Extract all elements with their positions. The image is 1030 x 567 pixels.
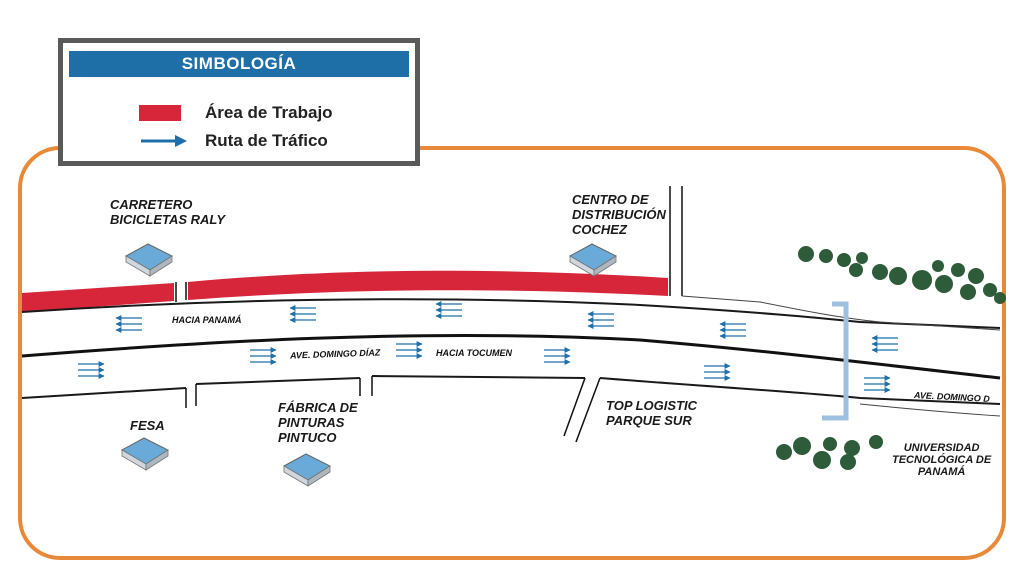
work-area-strip-left	[22, 283, 174, 312]
label-fesa: FESA	[130, 418, 165, 433]
arrow-east-6	[864, 375, 891, 393]
arrow-west-4	[587, 311, 614, 329]
arrow-east-4	[544, 347, 571, 365]
road-edge-north	[21, 298, 1001, 329]
label-raly-line2: BICICLETAS RALY	[110, 212, 226, 227]
side-street-raly	[175, 282, 187, 302]
side-street-pintuco	[359, 376, 373, 396]
road-edge-south	[21, 387, 187, 399]
side-street-north	[669, 186, 683, 296]
work-limit-bracket	[822, 301, 849, 421]
arrow-west-1	[115, 315, 142, 333]
legend-box: SIMBOLOGÍA Área de Trabajo Ruta de Tráfi…	[58, 38, 420, 166]
arrow-west-2	[289, 305, 316, 323]
work-area-strip-main	[188, 270, 668, 300]
side-road-east	[681, 295, 1001, 331]
label-pintuco-line2: PINTURAS	[278, 415, 345, 430]
map-frame	[18, 146, 1006, 560]
label-top-logistic-line1: TOP LOGISTIC	[606, 398, 698, 413]
label-top-logistic-line2: PARQUE SUR	[606, 413, 692, 428]
label-pintuco-line3: PINTUCO	[278, 430, 337, 445]
label-cochez-line2: DISTRIBUCIÓN	[572, 207, 666, 222]
road-edge-south-3	[371, 375, 586, 379]
legend-traffic-route-label: Ruta de Tráfico	[205, 131, 328, 150]
legend-title: SIMBOLOGÍA	[69, 51, 409, 77]
label-top-logistic: TOP LOGISTIC PARQUE SUR	[606, 398, 697, 428]
label-utp-line1: UNIVERSIDAD	[903, 442, 980, 454]
building-pintuco	[282, 453, 332, 487]
road-centerline	[21, 333, 1001, 380]
traffic-arrow-icon	[141, 135, 187, 147]
label-raly: CARRETERO BICICLETAS RALY	[110, 197, 225, 227]
side-street-top	[563, 377, 601, 443]
label-utp-line3: PANAMÁ	[917, 466, 966, 478]
legend-work-area-label: Área de Trabajo	[205, 103, 333, 122]
label-pintuco-line1: FÁBRICA DE	[278, 400, 358, 415]
arrow-west-5	[719, 321, 746, 339]
label-cochez-line3: COCHEZ	[572, 222, 627, 237]
arrow-east-2	[250, 347, 277, 365]
legend-work-area: Área de Trabajo	[139, 103, 333, 123]
street-hacia-panama: HACIA PANAMÁ	[172, 315, 242, 325]
street-hacia-tocumen: HACIA TOCUMEN	[436, 348, 512, 358]
building-fesa	[120, 437, 170, 471]
label-pintuco: FÁBRICA DE PINTURAS PINTUCO	[278, 400, 358, 445]
side-road-east-2	[859, 403, 1001, 417]
label-fesa-line1: FESA	[130, 418, 165, 433]
side-street-fesa	[185, 384, 197, 408]
label-utp-line2: TECNOLÓGICA DE	[892, 454, 992, 466]
arrow-west-3	[435, 301, 462, 319]
arrow-east-5	[704, 363, 731, 381]
arrow-east-1	[78, 361, 105, 379]
label-raly-line1: CARRETERO	[110, 197, 193, 212]
road-edge-south-2	[195, 377, 361, 385]
tree-cluster-north	[798, 246, 1006, 304]
work-area-swatch	[139, 105, 181, 121]
arrow-west-6	[871, 335, 898, 353]
legend-traffic-route: Ruta de Tráfico	[139, 131, 328, 151]
building-cochez	[568, 243, 618, 277]
arrow-east-3	[396, 341, 423, 359]
building-raly	[124, 243, 174, 277]
label-utp: UNIVERSIDAD TECNOLÓGICA DE PANAMÁ	[892, 442, 991, 478]
label-cochez: CENTRO DE DISTRIBUCIÓN COCHEZ	[572, 192, 666, 237]
tree-cluster-south	[776, 435, 883, 470]
label-cochez-line1: CENTRO DE	[572, 192, 649, 207]
